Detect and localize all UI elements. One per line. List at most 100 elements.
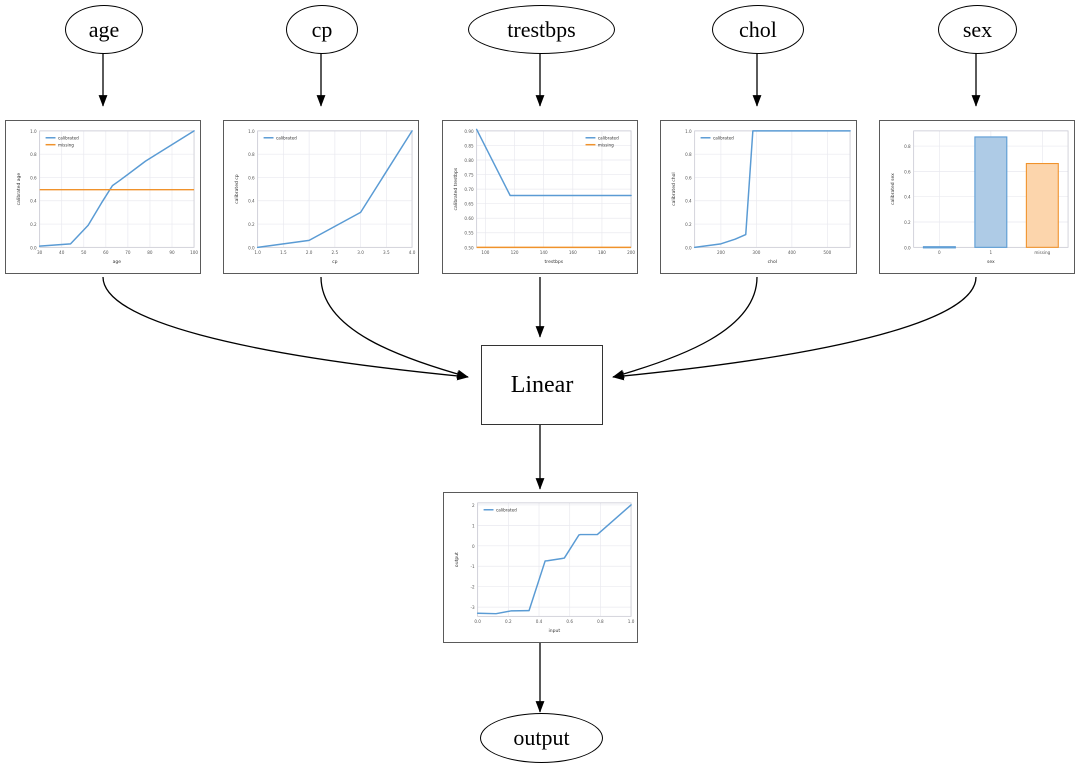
svg-text:200: 200 bbox=[627, 250, 635, 255]
edge-cholchart-to-linear bbox=[612, 276, 758, 379]
svg-text:0.6: 0.6 bbox=[30, 175, 37, 180]
svg-text:500: 500 bbox=[823, 250, 831, 255]
svg-text:0.8: 0.8 bbox=[30, 152, 37, 157]
svg-text:3.5: 3.5 bbox=[383, 250, 390, 255]
svg-text:1.0: 1.0 bbox=[30, 129, 37, 134]
svg-text:2.5: 2.5 bbox=[332, 250, 339, 255]
svg-text:120: 120 bbox=[511, 250, 519, 255]
svg-text:0.0: 0.0 bbox=[904, 245, 911, 250]
node-chol[interactable]: chol bbox=[712, 5, 804, 54]
node-chol-label: chol bbox=[739, 16, 777, 42]
svg-text:0.2: 0.2 bbox=[248, 222, 255, 227]
svg-text:100: 100 bbox=[481, 250, 489, 255]
svg-text:calibrated trestbps: calibrated trestbps bbox=[453, 167, 459, 210]
svg-text:cp: cp bbox=[332, 260, 337, 265]
svg-text:0.6: 0.6 bbox=[904, 169, 911, 174]
edge-cpchart-to-linear bbox=[320, 276, 469, 379]
svg-text:calibrated chol: calibrated chol bbox=[671, 172, 677, 206]
svg-text:calibrated sex: calibrated sex bbox=[890, 173, 896, 205]
svg-text:0.0: 0.0 bbox=[248, 245, 255, 250]
svg-text:50: 50 bbox=[81, 250, 87, 255]
chart-chol: 0.0 0.2 0.4 0.6 0.8 1.0 200 300 400 500 chol calibr… bbox=[671, 129, 851, 265]
svg-text:100: 100 bbox=[190, 250, 198, 255]
node-linear[interactable]: Linear bbox=[481, 345, 603, 425]
svg-text:0.55: 0.55 bbox=[464, 231, 474, 236]
svg-text:0.8: 0.8 bbox=[904, 144, 911, 149]
svg-text:calibrated: calibrated bbox=[276, 135, 297, 140]
node-trestbps-label: trestbps bbox=[507, 16, 576, 42]
chart-panel-chol[interactable]: 0.0 0.2 0.4 0.6 0.8 1.0 200 300 400 500 chol calibr… bbox=[660, 120, 857, 274]
svg-text:4.0: 4.0 bbox=[409, 250, 416, 255]
svg-text:0.6: 0.6 bbox=[566, 619, 573, 624]
svg-text:1: 1 bbox=[472, 523, 475, 528]
svg-text:missing: missing bbox=[598, 142, 614, 147]
node-sex[interactable]: sex bbox=[938, 5, 1017, 54]
node-output-label: output bbox=[513, 725, 570, 750]
svg-text:3.0: 3.0 bbox=[357, 250, 364, 255]
svg-text:0.80: 0.80 bbox=[464, 158, 474, 163]
svg-text:0: 0 bbox=[938, 250, 941, 255]
node-trestbps[interactable]: trestbps bbox=[468, 5, 615, 54]
svg-text:160: 160 bbox=[569, 250, 577, 255]
svg-text:calibrated cp: calibrated cp bbox=[234, 174, 240, 204]
svg-text:0.6: 0.6 bbox=[685, 175, 692, 180]
svg-text:0.85: 0.85 bbox=[464, 143, 474, 148]
svg-text:0.75: 0.75 bbox=[464, 173, 474, 178]
svg-text:calibrated: calibrated bbox=[496, 507, 517, 512]
svg-text:40: 40 bbox=[59, 250, 65, 255]
svg-text:0.8: 0.8 bbox=[248, 152, 255, 157]
node-age-label: age bbox=[88, 16, 120, 42]
svg-text:missing: missing bbox=[58, 142, 74, 147]
svg-text:1.0: 1.0 bbox=[248, 129, 255, 134]
node-linear-label: Linear bbox=[510, 371, 574, 398]
svg-text:0.0: 0.0 bbox=[685, 245, 692, 250]
svg-text:0.70: 0.70 bbox=[464, 187, 474, 192]
svg-text:0.90: 0.90 bbox=[464, 129, 474, 134]
svg-text:calibrated: calibrated bbox=[58, 135, 79, 140]
svg-text:0.4: 0.4 bbox=[30, 199, 37, 204]
svg-text:1.0: 1.0 bbox=[628, 619, 635, 624]
svg-text:0.2: 0.2 bbox=[30, 222, 37, 227]
svg-text:1: 1 bbox=[990, 250, 993, 255]
svg-text:400: 400 bbox=[788, 250, 796, 255]
svg-text:0.50: 0.50 bbox=[464, 245, 474, 250]
svg-text:0.4: 0.4 bbox=[685, 199, 692, 204]
svg-text:30: 30 bbox=[37, 250, 43, 255]
node-cp[interactable]: cp bbox=[286, 5, 358, 54]
svg-text:calibrated: calibrated bbox=[713, 135, 734, 140]
svg-text:90: 90 bbox=[169, 250, 175, 255]
svg-text:2: 2 bbox=[472, 503, 475, 508]
svg-text:0.0: 0.0 bbox=[30, 245, 37, 250]
svg-text:sex: sex bbox=[987, 260, 995, 265]
node-output[interactable]: output bbox=[480, 713, 603, 763]
svg-text:1.5: 1.5 bbox=[280, 250, 287, 255]
svg-text:0.4: 0.4 bbox=[536, 619, 543, 624]
svg-text:0.8: 0.8 bbox=[597, 619, 604, 624]
svg-text:1.0: 1.0 bbox=[685, 129, 692, 134]
svg-text:0.8: 0.8 bbox=[685, 152, 692, 157]
svg-text:chol: chol bbox=[768, 259, 777, 265]
svg-text:300: 300 bbox=[752, 250, 760, 255]
svg-text:missing: missing bbox=[1034, 250, 1050, 255]
svg-text:0.6: 0.6 bbox=[248, 175, 255, 180]
svg-text:0.4: 0.4 bbox=[248, 199, 255, 204]
node-age[interactable]: age bbox=[65, 5, 143, 54]
svg-text:calibrated: calibrated bbox=[598, 135, 619, 140]
svg-text:output: output bbox=[454, 552, 460, 567]
svg-text:-2: -2 bbox=[471, 585, 476, 590]
svg-text:70: 70 bbox=[125, 250, 131, 255]
svg-text:80: 80 bbox=[147, 250, 153, 255]
svg-text:200: 200 bbox=[717, 250, 725, 255]
svg-text:trestbps: trestbps bbox=[545, 259, 564, 265]
svg-text:0.2: 0.2 bbox=[685, 222, 692, 227]
svg-text:60: 60 bbox=[103, 250, 109, 255]
